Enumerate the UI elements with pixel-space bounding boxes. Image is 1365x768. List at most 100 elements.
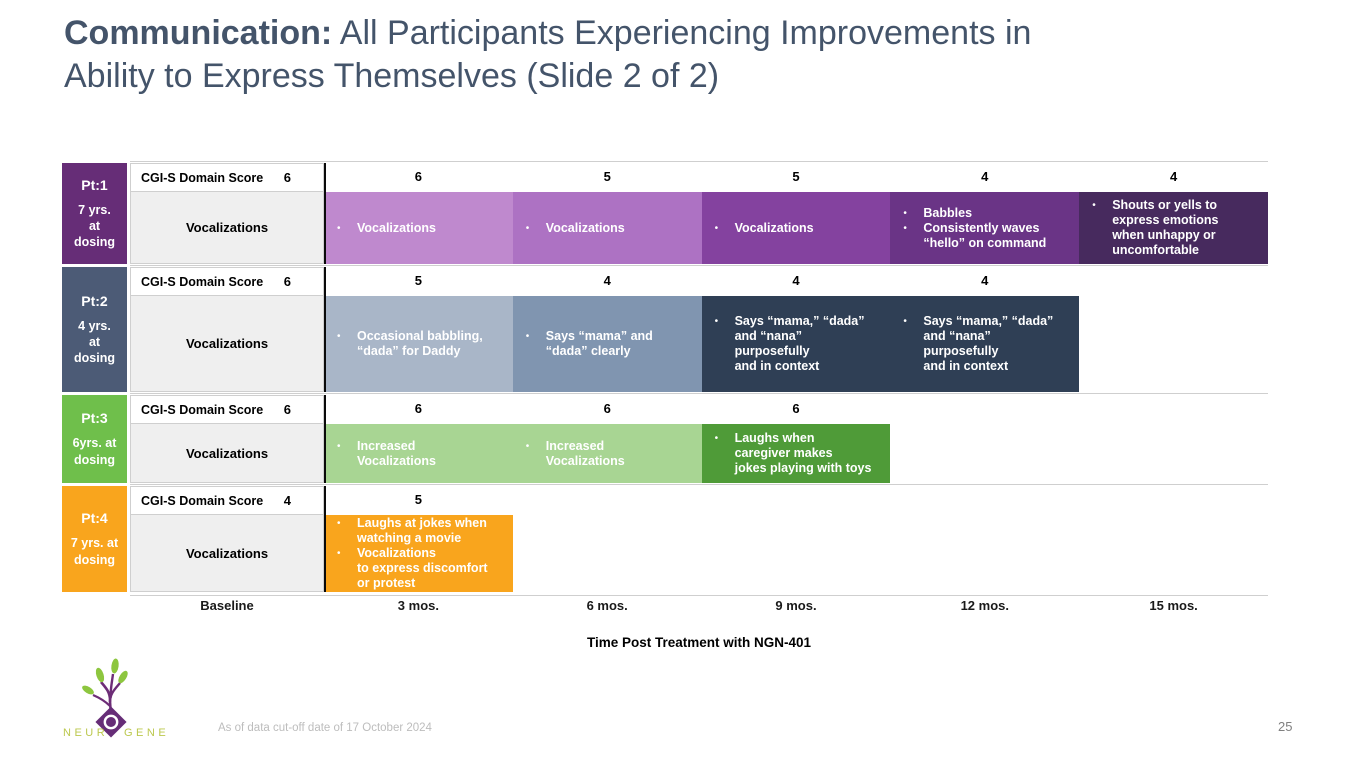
score-value: 4 (792, 273, 800, 288)
score-row-label-cell: CGI-S Domain Score 6 (130, 267, 324, 296)
patient-id: Pt:1 (81, 176, 108, 193)
vocalizations-row-label-text: Vocalizations (185, 220, 269, 235)
slide-title: Communication: All Participants Experien… (64, 12, 1324, 98)
score-row-label-text: CGI-S Domain Score (141, 170, 264, 185)
bullet-text: Babbles (923, 205, 973, 220)
bullet-text: Increased Vocalizations (545, 438, 625, 468)
bullet-text: Vocalizations (734, 220, 814, 235)
score-value: 6 (414, 401, 423, 416)
data-cutoff-note: As of data cut-off date of 17 October 20… (218, 722, 432, 734)
bullet-text: Shouts or yells to express emotions when… (1112, 198, 1219, 257)
axis-spacer (62, 598, 130, 613)
bullet-item: • Shouts or yells to express emotions whe… (1079, 198, 1264, 258)
bullet-icon: • (337, 440, 341, 452)
vocalization-cell: • Babbles • Consistently waves “hello” on c… (890, 192, 1080, 264)
score-value: 6 (414, 169, 423, 184)
vocalization-cell: •Says “mama,” “dada” and “nana” purposef… (890, 296, 1080, 392)
baseline-score-value: 4 (283, 493, 291, 508)
axis-label-9mos: 9 mos. (775, 598, 817, 613)
vocalization-cell: •Laughs when caregiver makes jokes playi… (701, 424, 891, 483)
score-value: 5 (414, 273, 423, 288)
vocalizations-row-label-cell: Vocalizations (130, 424, 324, 483)
bullet-text: Vocalizations (357, 220, 436, 235)
bullet-text: Vocalizations (545, 220, 625, 235)
neurogene-logo-tree-icon (82, 658, 128, 738)
bullet-item: •Increased Vocalizations (324, 439, 509, 469)
vocalization-cell: • Vocalizations (701, 192, 891, 264)
bullet-item: •Says “mama,” “dada” and “nana” purposef… (890, 314, 1075, 374)
vocalizations-row-label-cell: Vocalizations (130, 192, 324, 264)
bullet-icon: • (525, 331, 530, 342)
neurogene-logo: NEUR GENE (62, 658, 182, 742)
bullet-icon: • (337, 548, 341, 559)
bullet-icon: • (337, 331, 341, 342)
patient-age: 6yrs. at dosing (72, 436, 117, 467)
score-value: 6 (603, 401, 611, 416)
bullet-item: •Increased Vocalizations (513, 439, 698, 469)
vocalization-cell: •Increased Vocalizations (324, 424, 513, 483)
vocalization-cell: • Shouts or yells to express emotions whe… (1079, 192, 1268, 264)
score-row-label-text: CGI-S Domain Score (141, 402, 264, 417)
bullet-item: • Consistently waves “hello” on command (890, 221, 1075, 251)
bullet-icon: • (1092, 200, 1096, 211)
baseline-divider-line (324, 395, 326, 483)
bullet-icon: • (903, 222, 907, 234)
bullet-icon: • (903, 207, 907, 219)
baseline-divider-line (324, 163, 326, 264)
bullet-text: Laughs at jokes when watching a movie (357, 516, 487, 545)
slide-title-line1: All Participants Experiencing Improvemen… (332, 14, 1032, 52)
vocalizations-row-label-text: Vocalizations (185, 545, 269, 561)
bullet-text: Says “mama” and “dada” clearly (545, 329, 653, 358)
score-value: 4 (1169, 169, 1178, 184)
score-value: 4 (981, 169, 989, 184)
vocalization-cell: •Laughs at jokes when watching a movie•V… (324, 515, 513, 592)
score-value (513, 486, 702, 515)
bullet-icon: • (714, 433, 719, 444)
bullet-icon: • (714, 316, 719, 327)
score-value: 5 (603, 169, 611, 184)
bullet-text: Occasional babbling, “dada” for Daddy (357, 329, 483, 358)
score-value (890, 486, 1079, 515)
vocalizations-row-label-cell: Vocalizations (130, 515, 324, 592)
bullet-text: Consistently waves “hello” on command (923, 220, 1047, 250)
bullet-icon: • (903, 316, 907, 327)
score-row-label-text: CGI-S Domain Score (141, 274, 264, 289)
score-value (1079, 395, 1268, 424)
vocalization-cell: • Vocalizations (324, 192, 513, 264)
bullet-item: • Vocalizations (324, 221, 509, 236)
vocalization-cell: •Vocalizations (512, 192, 702, 264)
bullet-text: Vocalizations to express discomfort or p… (357, 546, 488, 590)
patient-id: Pt:4 (81, 510, 108, 527)
table-bottom-line (130, 595, 1268, 596)
axis-label-12mos: 12 mos. (960, 598, 1009, 613)
baseline-score-value: 6 (283, 274, 291, 289)
baseline-divider-line (324, 486, 326, 592)
bullet-item: • Vocalizations (702, 221, 887, 236)
page-number: 25 (1278, 719, 1293, 734)
axis-label-15mos: 15 mos. (1149, 598, 1198, 613)
score-value (1079, 486, 1268, 515)
score-row-label-text: CGI-S Domain Score (141, 493, 264, 508)
vocalizations-row-label-cell: Vocalizations (130, 296, 324, 392)
score-value: 6 (792, 401, 800, 416)
slide-title-line2: Ability to Express Themselves (Slide 2 o… (64, 56, 720, 95)
logo-text-gene: GENE (124, 727, 170, 739)
axis-label-6mos: 6 mos. (586, 598, 628, 613)
axis-title: Time Post Treatment with NGN-401 (586, 635, 812, 650)
bullet-icon: • (337, 222, 341, 234)
score-value (890, 395, 1079, 424)
bullet-item: • Says “mama” and “dada” clearly (513, 329, 698, 359)
time-axis: Baseline 3 mos. 6 mos. 9 mos. 12 mos. 15… (62, 598, 1268, 613)
score-value: 5 (414, 492, 423, 507)
bullet-icon: • (714, 222, 719, 234)
vocalization-cell: •Increased Vocalizations (512, 424, 702, 483)
logo-text-neur: NEUR (63, 727, 109, 739)
